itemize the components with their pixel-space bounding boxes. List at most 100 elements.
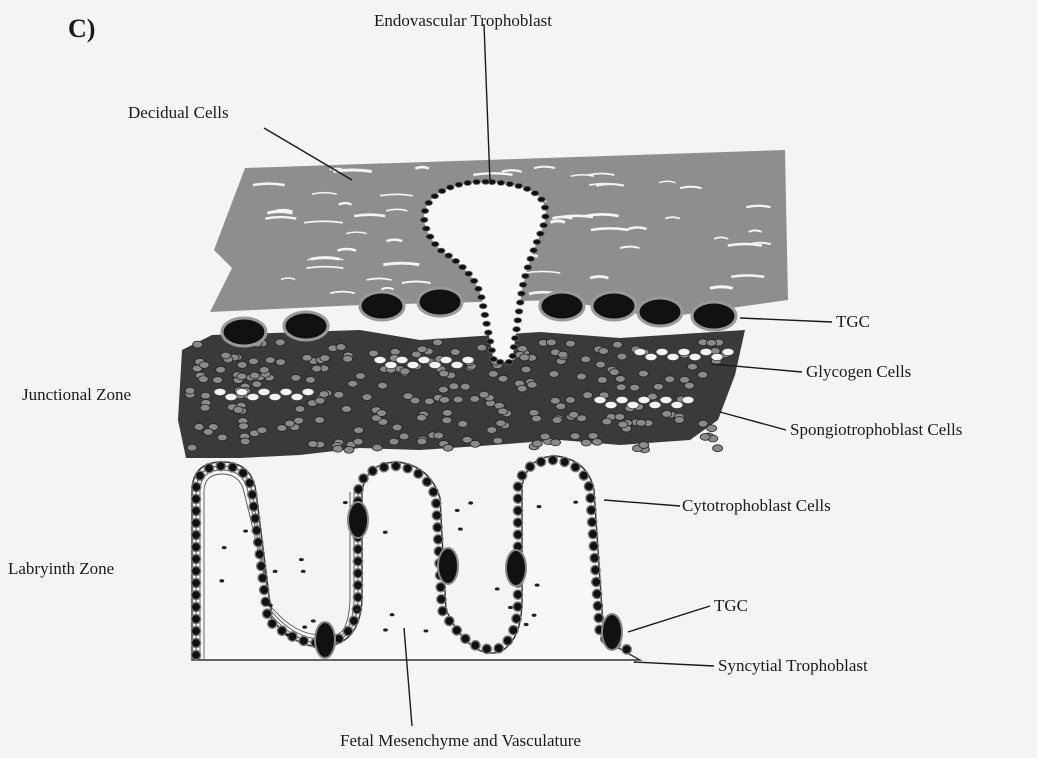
spongiotrophoblast-cell: [424, 398, 434, 405]
fetal-mesenchyme-cell: [268, 604, 273, 607]
endovascular-trophoblast-cell: [497, 180, 505, 185]
cytotrophoblast-cell: [263, 609, 272, 618]
cytotrophoblast-cell: [445, 616, 454, 625]
endovascular-trophoblast-cell: [426, 234, 434, 239]
spongiotrophoblast-cell: [315, 397, 325, 404]
fetal-mesenchyme-cell: [273, 570, 278, 573]
spongiotrophoblast-cell: [295, 406, 305, 413]
cytotrophoblast-cell: [579, 471, 588, 480]
cytotrophoblast-cell: [191, 602, 200, 611]
decidual-cell-streak: [337, 249, 356, 251]
spongiotrophoblast-cell: [433, 339, 443, 346]
decidual-cell-streak: [586, 214, 619, 216]
fetal-mesenchyme-cell: [383, 628, 388, 631]
spongiotrophoblast-cell: [479, 391, 489, 398]
spongiotrophoblast-cell: [333, 445, 343, 452]
endovascular-trophoblast-cell: [437, 248, 445, 253]
cytotrophoblast-cell: [452, 626, 461, 635]
endovascular-trophoblast-cell: [537, 231, 545, 236]
cytotrophoblast-cell: [526, 462, 535, 471]
spongiotrophoblast-cell: [194, 424, 204, 431]
label-junctional-zone: Junctional Zone: [22, 386, 131, 403]
cytotrophoblast-cell: [191, 566, 200, 575]
cytotrophoblast-cell: [503, 636, 512, 645]
fetal-mesenchyme-cell: [243, 529, 248, 532]
spongiotrophoblast-cell: [187, 444, 197, 451]
spongiotrophoblast-cell: [240, 438, 250, 445]
cytotrophoblast-cell: [204, 464, 213, 473]
endovascular-trophoblast-cell: [420, 217, 428, 222]
spongiotrophoblast-cell: [460, 383, 470, 390]
spongiotrophoblast-cell: [334, 391, 344, 398]
spongiotrophoblast-cell: [450, 349, 460, 356]
fetal-mesenchyme-cell: [524, 623, 529, 626]
glycogen-cell: [667, 353, 679, 360]
cytotrophoblast-cell: [239, 468, 248, 477]
glycogen-cell: [258, 388, 270, 395]
spongiotrophoblast-cell: [315, 417, 325, 424]
fetal-mesenchyme-cell: [301, 570, 306, 573]
cytotrophoblast-cell: [192, 482, 201, 491]
glycogen-cell: [605, 401, 617, 408]
endovascular-trophoblast-cell: [465, 271, 473, 276]
labyrinth-giant-cell: [348, 502, 368, 538]
glycogen-cell: [451, 361, 463, 368]
leader-tgc-bottom: [628, 606, 710, 632]
fetal-mesenchyme-cell: [495, 587, 500, 590]
spongiotrophoblast-cell: [399, 433, 409, 440]
spongiotrophoblast-cell: [291, 374, 301, 381]
glycogen-cell: [236, 388, 248, 395]
glycogen-cell: [671, 401, 683, 408]
spongiotrophoblast-cell: [372, 444, 382, 451]
cytotrophoblast-cell: [423, 477, 432, 486]
endovascular-trophoblast-cell: [523, 186, 531, 191]
spongiotrophoblast-cell: [602, 418, 612, 425]
spongiotrophoblast-cell: [477, 344, 487, 351]
cytotrophoblast-cell: [587, 506, 596, 515]
spongiotrophoblast-cell: [336, 344, 346, 351]
leader-syncytial: [634, 662, 714, 666]
glycogen-cell: [429, 361, 441, 368]
label-decidual-cells: Decidual Cells: [128, 104, 229, 121]
cytotrophoblast-cell: [191, 626, 200, 635]
endovascular-trophoblast-cell: [486, 339, 494, 344]
spongiotrophoblast-cell: [638, 370, 648, 377]
glycogen-cell: [634, 348, 646, 355]
decidual-cell-streak: [333, 170, 371, 172]
endovascular-trophoblast-cell: [540, 223, 548, 228]
spongiotrophoblast-cell: [285, 420, 295, 427]
cytotrophoblast-cell: [349, 616, 358, 625]
spongiotrophoblast-cell: [569, 411, 579, 418]
label-syncytial-trophoblast: Syncytial Trophoblast: [718, 657, 868, 674]
spongiotrophoblast-cell: [400, 368, 410, 375]
spongiotrophoblast-cell: [320, 355, 330, 362]
spongiotrophoblast-cell: [203, 429, 213, 436]
endovascular-trophoblast-cell: [446, 185, 454, 190]
spongiotrophoblast-cell: [680, 376, 690, 383]
cytotrophoblast-cell: [594, 613, 603, 622]
spongiotrophoblast-cell: [636, 419, 646, 426]
spongiotrophoblast-cell: [527, 381, 537, 388]
spongiotrophoblast-cell: [583, 392, 593, 399]
spongiotrophoblast-cell: [558, 351, 568, 358]
cytotrophoblast-cell: [536, 457, 545, 466]
spongiotrophoblast-cell: [308, 441, 318, 448]
cytotrophoblast-cell: [216, 461, 225, 470]
cytotrophoblast-cell: [368, 466, 377, 475]
spongiotrophoblast-cell: [348, 380, 358, 387]
labyrinth-giant-cell: [602, 614, 622, 650]
glycogen-cell: [462, 356, 474, 363]
cytotrophoblast-cell: [432, 511, 441, 520]
endovascular-trophoblast-cell: [512, 336, 520, 341]
cytotrophoblast-cell: [254, 538, 263, 547]
spongiotrophoblast-cell: [250, 372, 260, 379]
endovascular-trophoblast-cell: [531, 191, 539, 196]
spongiotrophoblast-cell: [378, 382, 388, 389]
panel-letter: C): [68, 14, 95, 44]
cytotrophoblast-cell: [191, 506, 200, 515]
fetal-mesenchyme-cell: [285, 633, 290, 636]
endovascular-trophoblast-cell: [479, 303, 487, 308]
spongiotrophoblast-cell: [596, 361, 606, 368]
glycogen-cell: [407, 361, 419, 368]
spongiotrophoblast-cell: [713, 445, 723, 452]
